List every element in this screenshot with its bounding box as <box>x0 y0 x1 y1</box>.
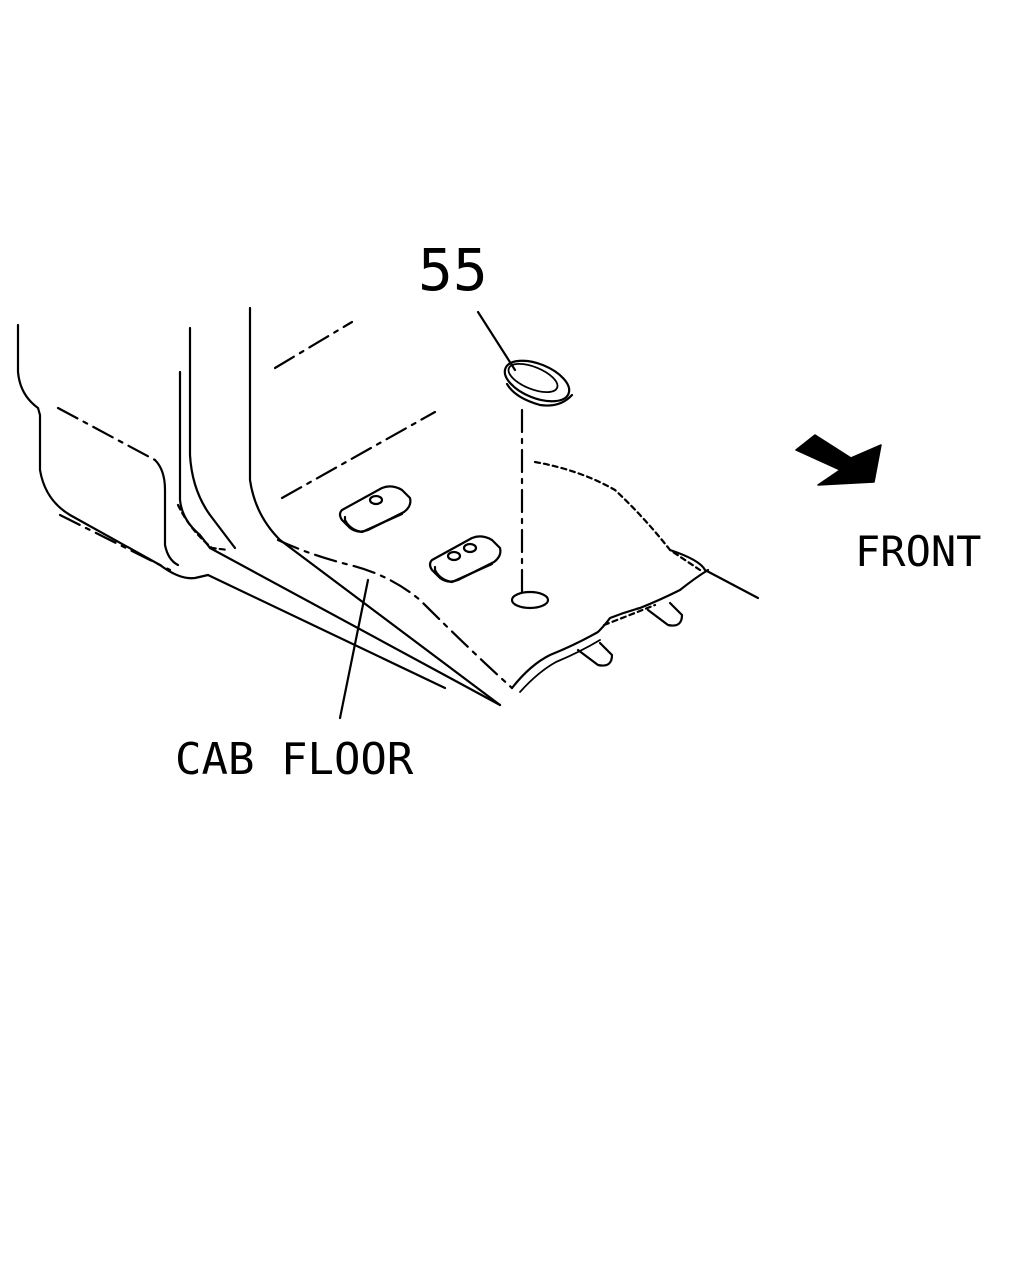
floor-pad-right <box>428 535 502 584</box>
side-panel <box>16 323 210 580</box>
front-label: FRONT <box>855 527 981 576</box>
cab-floor-label: CAB FLOOR <box>175 734 414 785</box>
door-pillar <box>176 306 502 707</box>
floor-hole <box>510 590 550 610</box>
cab-floor-leader-line <box>338 578 370 720</box>
part-leader-line <box>476 310 517 372</box>
floor-pad-left <box>338 485 412 534</box>
front-arrow-icon <box>795 434 882 486</box>
floor-panel <box>276 410 760 693</box>
floor-plug <box>503 359 574 597</box>
part-number-label: 55 <box>418 236 488 304</box>
